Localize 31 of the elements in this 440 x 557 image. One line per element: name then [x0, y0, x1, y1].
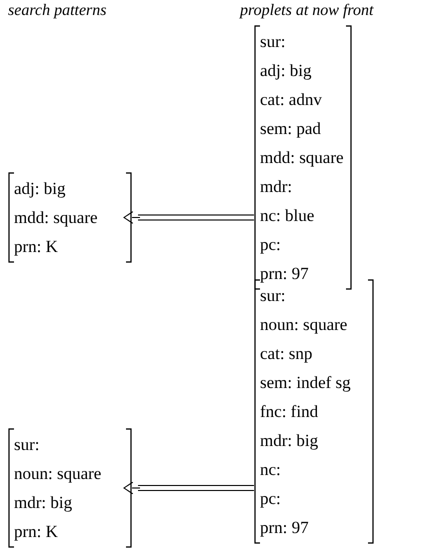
feature-structure	[8, 428, 132, 548]
attribute-value: prn: 97	[260, 263, 310, 285]
attribute-value: nc:	[260, 459, 282, 481]
feature-structure	[254, 25, 352, 290]
column-heading: search patterns	[8, 2, 107, 20]
attribute-value: cat: adnv	[260, 89, 323, 111]
attribute-value: sem: indef sg	[260, 372, 352, 394]
attribute-value: sem: pad	[260, 118, 322, 140]
attribute-value: prn: 97	[260, 517, 310, 539]
attribute-value: cat: snp	[260, 343, 314, 365]
attribute-value: mdr: big	[260, 430, 320, 452]
feature-structure	[8, 172, 132, 263]
double-arrow	[124, 211, 254, 224]
attribute-value: noun: square	[260, 314, 348, 336]
attribute-value: mdd: square	[14, 207, 99, 229]
attribute-value: adj: big	[14, 178, 66, 200]
attribute-value: sur:	[260, 31, 286, 53]
column-heading: proplets at now front	[240, 2, 374, 20]
attribute-value: fnc: find	[260, 401, 320, 423]
attribute-value: nc: blue	[260, 205, 316, 227]
double-arrow	[124, 482, 254, 494]
attribute-value: mdr:	[260, 176, 294, 198]
attribute-value: prn: K	[14, 236, 59, 258]
attribute-value: noun: square	[14, 463, 102, 485]
attribute-value: pc:	[260, 488, 282, 510]
attribute-value: pc:	[260, 234, 282, 256]
attribute-value: adj: big	[260, 60, 312, 82]
attribute-value: prn: K	[14, 521, 59, 543]
attribute-value: mdr: big	[14, 492, 74, 514]
attribute-value: sur:	[14, 434, 40, 456]
attribute-value: sur:	[260, 285, 286, 307]
